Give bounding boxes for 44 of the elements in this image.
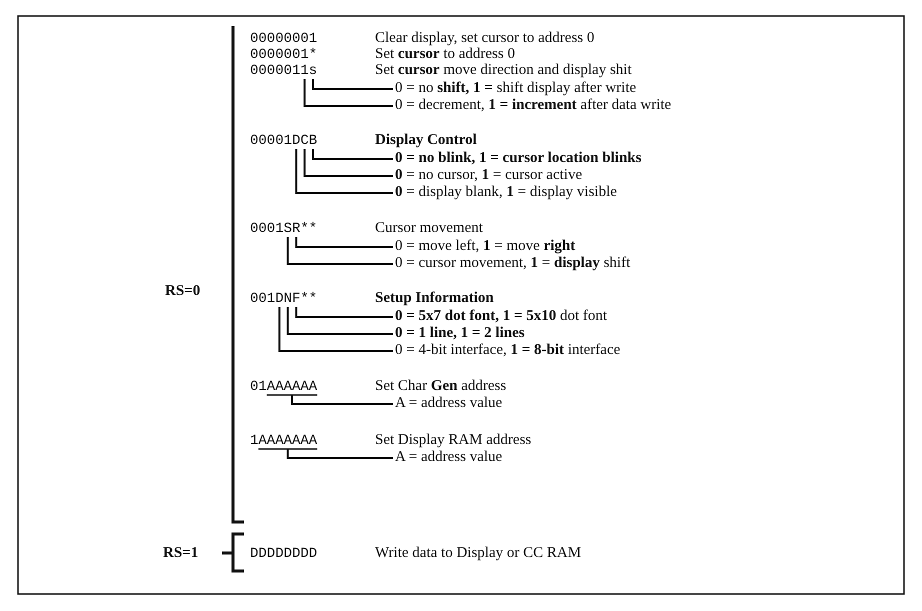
bit-code: 0000001*: [250, 47, 318, 63]
leader-line: [295, 237, 393, 248]
bit-code: DDDDDDDD: [250, 546, 318, 562]
leader-line: [312, 79, 393, 90]
bit-code: 0000011s: [250, 63, 318, 79]
command-description: Set Display RAM address: [375, 432, 532, 448]
bit-description: 0 = move left, 1 = move right: [395, 238, 576, 254]
leader-line: [286, 449, 393, 459]
leader-line: [312, 149, 393, 160]
bit-description: 0 = display blank, 1 = display visible: [395, 184, 617, 200]
bit-description: 0 = no shift, 1 = shift display after write: [395, 80, 636, 96]
bit-description: A = address value: [395, 395, 502, 411]
leader-line: [286, 237, 393, 265]
bit-code: 00000001: [250, 31, 318, 47]
bit-code: 0001SR**: [250, 221, 318, 237]
bit-description: A = address value: [395, 449, 502, 465]
command-description: Set Char Gen address: [375, 378, 506, 394]
leader-line: [304, 149, 393, 177]
bit-description: 0 = decrement, 1 = increment after data write: [395, 97, 672, 113]
register-select-label: RS=1: [163, 545, 198, 562]
command-description: Set cursor to address 0: [375, 46, 515, 62]
bit-description: 0 = 1 line, 1 = 2 lines: [395, 325, 525, 341]
register-select-label: RS=0: [165, 283, 200, 300]
command-description: Clear display, set cursor to address 0: [375, 30, 594, 46]
command-description: Write data to Display or CC RAM: [375, 545, 582, 561]
leader-line: [295, 307, 393, 318]
leader-line: [278, 307, 393, 352]
leader-line: [291, 395, 393, 405]
bit-description: 0 = no blink, 1 = cursor location blinks: [395, 150, 642, 166]
leader-line: [286, 307, 393, 335]
bit-code: 00001DCB: [250, 133, 318, 149]
bit-description: 0 = 5x7 dot font, 1 = 5x10 dot font: [395, 308, 608, 324]
bit-code: 01AAAAAA: [250, 379, 318, 395]
bit-description: 0 = 4-bit interface, 1 = 8-bit interface: [395, 342, 620, 358]
leader-line: [295, 149, 393, 194]
command-description: Set cursor move direction and display shit: [375, 62, 632, 78]
command-description: Cursor movement: [375, 220, 483, 236]
bit-description: 0 = cursor movement, 1 = display shift: [395, 255, 630, 271]
bit-code: 001DNF**: [250, 291, 318, 307]
bit-description: 0 = no cursor, 1 = cursor active: [395, 167, 582, 183]
bit-code: 1AAAAAAA: [250, 433, 318, 449]
leader-line: [304, 79, 393, 107]
command-description: Setup Information: [375, 290, 494, 306]
command-description: Display Control: [375, 132, 477, 148]
